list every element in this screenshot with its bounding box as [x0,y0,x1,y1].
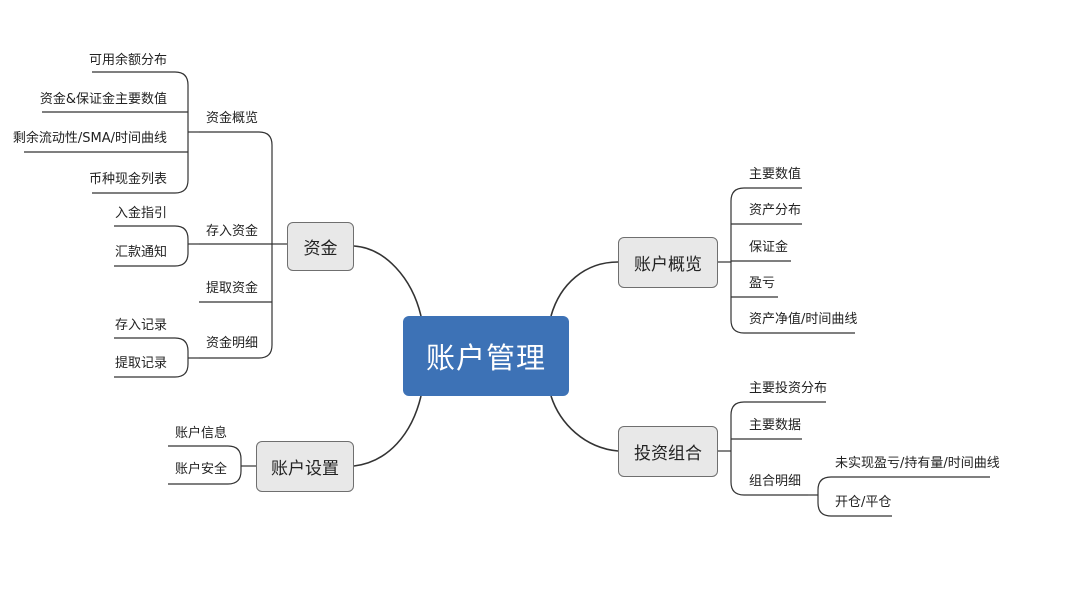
leaf-fund-margin-values[interactable]: 资金&保证金主要数值 [39,92,167,107]
leaf-withdraw-records[interactable]: 提取记录 [114,356,167,371]
leaf-currency-cash-list[interactable]: 币种现金列表 [88,172,167,187]
leaf-margin[interactable]: 保证金 [749,240,789,255]
node-zijin-overview[interactable]: 资金概览 [206,111,259,126]
node-main-investment-distribution[interactable]: 主要投资分布 [749,381,828,396]
leaf-open-close[interactable]: 开仓/平仓 [835,495,892,510]
leaf-asset-distribution[interactable]: 资产分布 [749,203,802,218]
branch-zijin[interactable]: 资金 [287,222,354,271]
node-withdraw-funds[interactable]: 提取资金 [206,281,259,296]
leaf-nav-curve[interactable]: 资产净值/时间曲线 [749,312,858,327]
leaf-available-balance[interactable]: 可用余额分布 [88,53,167,68]
leaf-pnl[interactable]: 盈亏 [749,276,776,291]
node-deposit-funds[interactable]: 存入资金 [206,224,259,239]
node-portfolio-details[interactable]: 组合明细 [749,474,802,489]
branch-account-settings[interactable]: 账户设置 [256,441,354,492]
leaf-unrealized-pnl-curve[interactable]: 未实现盈亏/持有量/时间曲线 [835,456,1000,471]
node-main-data[interactable]: 主要数据 [749,418,802,433]
leaf-account-security[interactable]: 账户安全 [175,462,228,477]
leaf-remittance-notice[interactable]: 汇款通知 [114,245,167,260]
leaf-deposit-guide[interactable]: 入金指引 [114,206,167,221]
node-fund-details[interactable]: 资金明细 [206,336,259,351]
branch-portfolio[interactable]: 投资组合 [618,426,718,477]
branch-account-overview[interactable]: 账户概览 [618,237,718,288]
root-node[interactable]: 账户管理 [403,316,569,396]
leaf-main-values[interactable]: 主要数值 [749,167,802,182]
leaf-liquidity-sma-curve[interactable]: 剩余流动性/SMA/时间曲线 [12,131,167,146]
leaf-account-info[interactable]: 账户信息 [175,426,228,441]
leaf-deposit-records[interactable]: 存入记录 [114,318,167,333]
